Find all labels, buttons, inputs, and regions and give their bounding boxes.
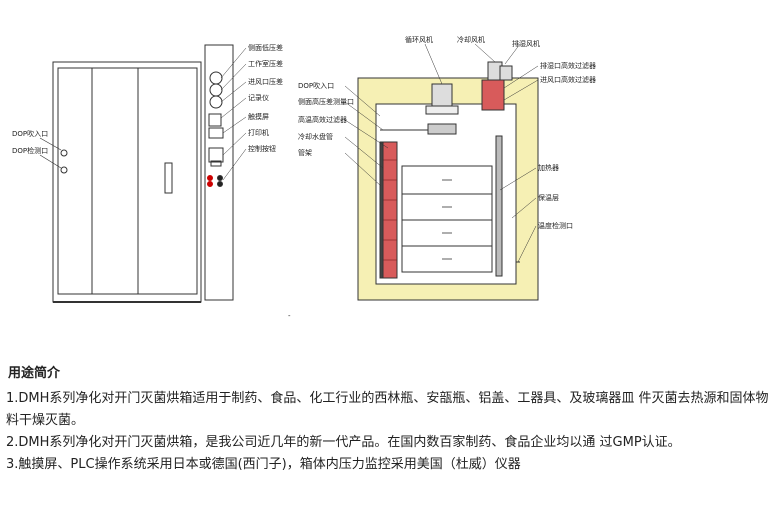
label-hepa-filter: 高温高效过滤器 (298, 115, 347, 124)
button-red (207, 175, 213, 181)
description-section: 用途简介 1.DMH系列净化对开门灭菌烘箱适用于制药、食品、化工行业的西林瓶、安… (6, 364, 776, 476)
label-dop-inlet-left: DOP吹入口 (12, 129, 48, 138)
dop-test-port (60, 166, 68, 174)
label-panel-2: 进风口压差 (248, 77, 283, 86)
label-cooling-fan: 冷却风机 (457, 35, 485, 44)
dop-inlet-port (60, 149, 68, 157)
label-inlet-filter: 进风口高效过滤器 (540, 75, 596, 84)
stray-mark: - (288, 312, 291, 320)
label-rack: 管架 (298, 148, 312, 157)
section-view (357, 61, 539, 301)
label-exhaust-fan: 排湿风机 (512, 39, 540, 48)
paragraph-2: 2.DMH系列净化对开门灭菌烘箱，是我公司近几年的新一代产品。在国内数百家制药、… (6, 435, 681, 450)
label-dop-test-left: DOP检测口 (12, 146, 48, 155)
printer-slot (210, 160, 222, 167)
label-panel-6: 控制按钮 (248, 144, 276, 153)
label-exhaust-filter: 排湿口高效过滤器 (540, 61, 596, 70)
paragraph-1: 1.DMH系列净化对开门灭菌烘箱适用于制药、食品、化工行业的西林瓶、安瓿瓶、铝盖… (6, 391, 769, 428)
label-panel-4: 触摸屏 (248, 112, 269, 121)
button-green (217, 175, 223, 181)
door-handle (164, 162, 173, 194)
label-panel-5: 打印机 (248, 128, 269, 137)
label-panel-0: 侧面低压差 (248, 43, 283, 52)
label-temp-port: 温度检测口 (538, 221, 573, 230)
hepa-filter-column (382, 141, 398, 279)
label-heater: 加热器 (538, 163, 559, 172)
label-high-pressure-port: 侧面高压差测量口 (298, 97, 354, 106)
label-insulation: 保温层 (538, 193, 559, 202)
gauge-3 (209, 95, 223, 109)
circulation-fan-motor (431, 83, 453, 107)
exhaust-filter (481, 79, 505, 111)
paragraph-3: 3.触摸屏、PLC操作系统采用日本或德国(西门子)，箱体内压力监控采用美国（杜威… (6, 457, 521, 472)
door-right (91, 67, 198, 295)
front-view (39, 44, 247, 303)
section-heading: 用途简介 (8, 366, 61, 381)
label-circulation-fan: 循环风机 (405, 35, 433, 44)
label-dop-inlet-right: DOP吹入口 (298, 81, 334, 90)
cabinet-outer (52, 61, 202, 303)
label-cooling-coil: 冷却水盘管 (298, 132, 333, 141)
label-panel-1: 工作室压差 (248, 59, 283, 68)
fan-wheel (427, 123, 457, 135)
recorder (208, 113, 222, 127)
equipment-diagram: DOP吹入口 DOP检测口 侧面低压差 工作室压差 进风口压差 记录仪 触摸屏 … (12, 35, 596, 320)
label-panel-3: 记录仪 (248, 94, 269, 102)
heater (495, 135, 503, 277)
